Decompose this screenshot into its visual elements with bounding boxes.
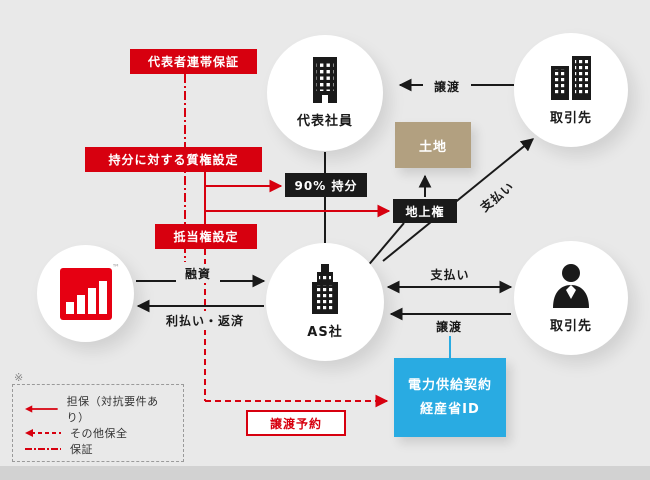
power-contract-box: 電力供給契約 経産省ID xyxy=(394,358,506,437)
node-representative-label: 代表社員 xyxy=(296,114,353,129)
buildings-icon xyxy=(551,56,591,100)
corporate-tower-icon xyxy=(312,264,338,314)
joint-guarantee-box: 代表者連帯保証 xyxy=(130,49,257,74)
node-bank xyxy=(37,245,134,342)
node-as-company-label: AS社 xyxy=(307,325,343,340)
legend-item-other-preservation: その他保全 xyxy=(25,425,171,441)
office-building-icon xyxy=(313,57,337,103)
legend-item-guarantee-label: 保証 xyxy=(70,443,93,456)
legend-item-other-preservation-label: その他保全 xyxy=(70,427,128,440)
legend-item-collateral: 担保（対抗要件あり） xyxy=(25,393,171,425)
legend-item-guarantee: 保証 xyxy=(25,441,171,457)
edge-payment-diagonal-line xyxy=(382,138,535,262)
dashed-arrow-icon xyxy=(25,429,61,437)
legend-box: 担保（対抗要件あり） その他保全 保証 xyxy=(12,384,184,462)
node-as-company: AS社 xyxy=(266,243,384,361)
edge-label-loan: 融資 xyxy=(176,264,220,283)
legend-item-collateral-label: 担保（対抗要件あり） xyxy=(66,395,159,424)
equity-pledge-box: 持分に対する質権設定 xyxy=(85,147,262,172)
node-partner-top-label: 取引先 xyxy=(549,111,592,126)
mortgage-box: 抵当権設定 xyxy=(155,224,257,249)
trademark-mark: ™ xyxy=(112,263,120,272)
node-partner-top: 取引先 xyxy=(514,33,628,147)
edge-label-transfer-top: 譲渡 xyxy=(423,77,471,96)
power-contract-line1: 電力供給契約 xyxy=(407,378,492,394)
edge-label-payment-right: 支払い xyxy=(430,268,470,282)
bank-bar-chart-logo xyxy=(59,267,112,320)
equity-90-box: 90% 持分 xyxy=(285,173,367,197)
solid-arrow-icon xyxy=(25,405,58,413)
legend-note-mark: ※ xyxy=(14,371,24,384)
power-contract-line2: 経産省ID xyxy=(420,401,480,417)
edge-label-transfer-right: 譲渡 xyxy=(424,317,474,336)
edge-as-to-surface-right-line xyxy=(365,222,405,269)
node-representative-member: 代表社員 xyxy=(267,35,383,151)
business-person-icon xyxy=(553,264,589,308)
footer-band xyxy=(0,466,650,480)
node-partner-right: 取引先 xyxy=(514,241,628,355)
dash-dot-line-icon xyxy=(25,448,61,450)
land-box: 土地 xyxy=(395,122,471,168)
transfer-reservation-box: 譲渡予約 xyxy=(246,410,346,436)
surface-right-box: 地上権 xyxy=(393,199,457,223)
edge-label-interest-repayment: 利払い・返済 xyxy=(156,311,254,330)
node-partner-right-label: 取引先 xyxy=(549,319,592,334)
